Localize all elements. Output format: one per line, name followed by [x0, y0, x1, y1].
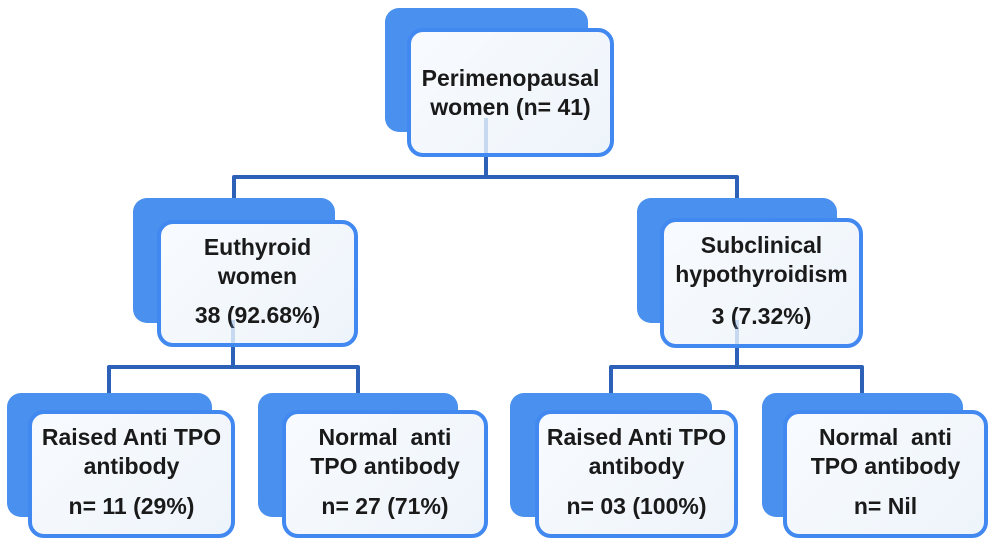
node-title: Euthyroid women [203, 234, 312, 289]
node-card: Raised Anti TPO antibody n= 11 (29%) [28, 410, 235, 538]
node-card: Normal anti TPO antibody n= Nil [783, 410, 988, 538]
node-stat: 38 (92.68%) [194, 302, 321, 329]
node-stat: 3 (7.32%) [711, 303, 812, 330]
node-card: Normal anti TPO antibody n= 27 (71%) [282, 410, 488, 538]
node-title: Raised Anti TPO antibody [546, 424, 727, 479]
node-title: Normal anti TPO antibody [310, 424, 460, 479]
node-stat: n= Nil [853, 493, 918, 520]
node-card: Euthyroid women 38 (92.68%) [157, 220, 358, 347]
node-card: Subclinical hypothyroidism 3 (7.32%) [660, 218, 863, 348]
connector-path [107, 155, 864, 396]
node-stat: n= 27 (71%) [321, 493, 449, 520]
node-title: Perimenopausal women (n= 41) [421, 64, 600, 120]
node-card: Perimenopausal women (n= 41) [407, 28, 614, 157]
node-card: Raised Anti TPO antibody n= 03 (100%) [535, 410, 738, 538]
node-title: Subclinical hypothyroidism [675, 232, 848, 287]
node-stat: n= 11 (29%) [68, 493, 195, 520]
node-stat: n= 03 (100%) [566, 493, 707, 520]
node-title: Normal anti TPO antibody [810, 424, 961, 479]
node-title: Raised Anti TPO antibody [41, 424, 222, 479]
